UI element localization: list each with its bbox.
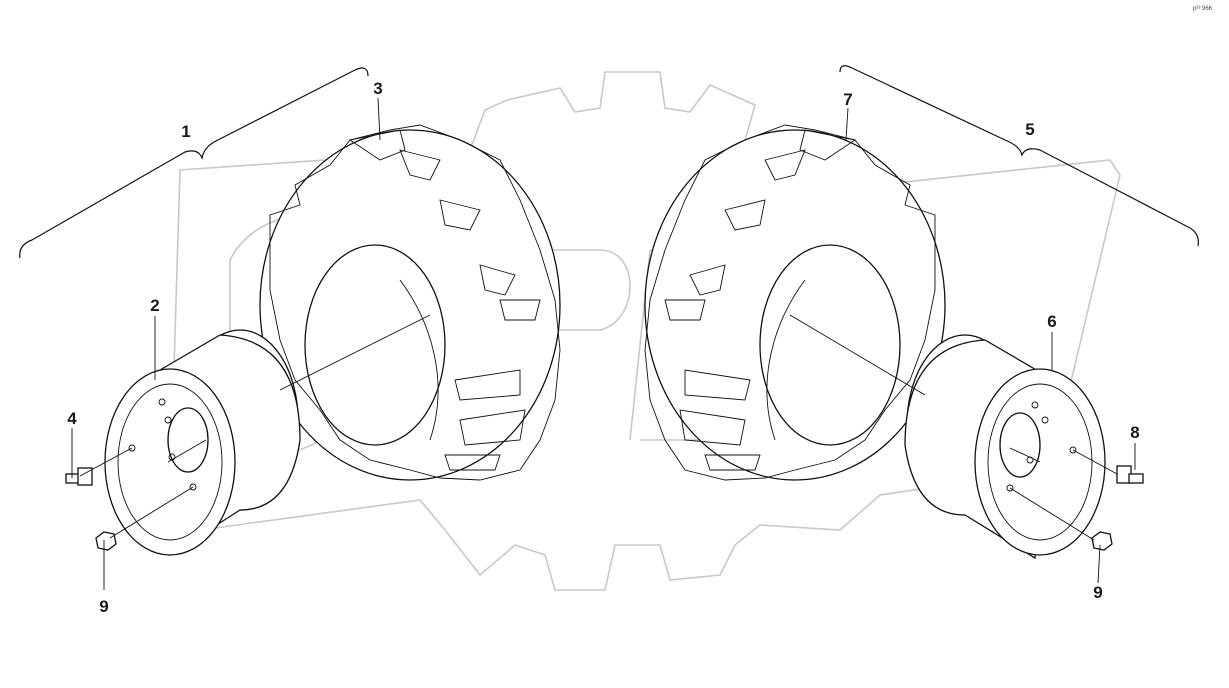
rim-left-face	[104, 368, 236, 556]
rim-left	[104, 329, 301, 557]
rim-left-hub	[167, 407, 209, 473]
leader-lines	[71, 97, 1136, 590]
stud-left	[65, 467, 93, 486]
brace-left	[19, 67, 369, 259]
nut-left	[95, 531, 117, 551]
tire-left-bore	[304, 244, 446, 446]
callout-8: 8	[1130, 423, 1139, 442]
brace-right	[839, 65, 1199, 247]
tire-right	[644, 124, 946, 481]
watermark-gear	[169, 71, 1121, 591]
callout-6: 6	[1047, 312, 1056, 331]
callout-5: 5	[1025, 120, 1034, 139]
callout-4: 4	[67, 409, 77, 428]
reference-code: p²³ 966	[1193, 6, 1213, 12]
callout-7: 7	[843, 90, 852, 109]
callout-1: 1	[181, 122, 190, 141]
tire-right-bore	[759, 244, 901, 446]
rim-right-hub	[999, 412, 1041, 478]
tire-left	[259, 124, 561, 481]
stud-right	[1116, 465, 1144, 484]
callout-9-left: 9	[99, 597, 108, 616]
callout-3: 3	[373, 79, 382, 98]
callout-9-right: 9	[1093, 583, 1102, 602]
rim-right	[904, 334, 1106, 560]
callout-2: 2	[150, 296, 159, 315]
nut-right	[1091, 531, 1113, 551]
